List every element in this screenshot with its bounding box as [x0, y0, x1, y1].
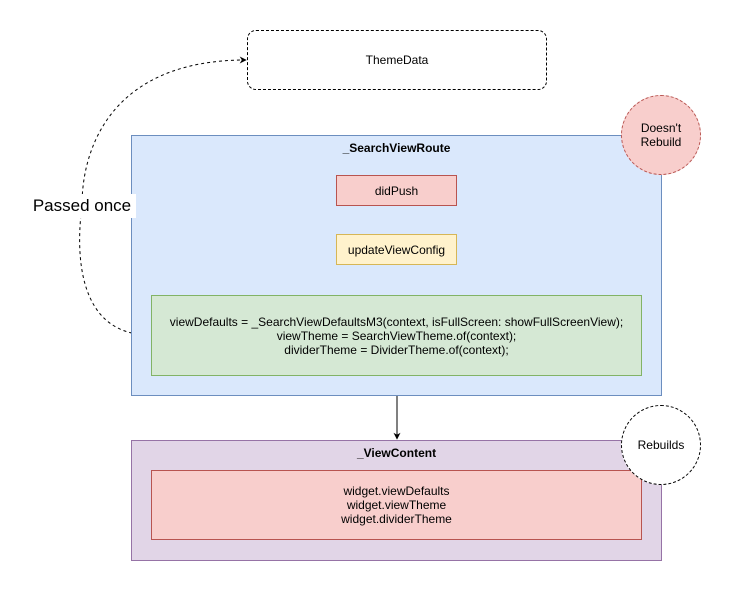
view-defaults-line: viewDefaults = _SearchViewDefaultsM3(con… [169, 314, 624, 329]
doesnt-rebuild-badge: Doesn't Rebuild [621, 95, 701, 175]
passed-once-text: Passed once [32, 196, 132, 215]
theme-data-label: ThemeData [365, 53, 429, 67]
rebuilds-badge: Rebuilds [621, 405, 701, 485]
view-theme-line: viewTheme = SearchViewTheme.of(context); [276, 328, 517, 343]
passed-once-edge-label: Passed once [28, 194, 136, 218]
search-view-route-title: _SearchViewRoute [342, 141, 451, 155]
widget-divider-theme-line: widget.dividerTheme [341, 512, 452, 526]
did-push-node: didPush [336, 175, 457, 206]
widget-view-defaults-line: widget.viewDefaults [343, 484, 450, 498]
update-view-config-label: updateViewConfig [347, 242, 446, 257]
view-content-title: _ViewContent [356, 446, 437, 460]
doesnt-rebuild-line-1: Doesn't [640, 121, 682, 135]
divider-theme-line: dividerTheme = DividerTheme.of(context); [284, 342, 509, 357]
view-defaults-node: viewDefaults = _SearchViewDefaultsM3(con… [151, 295, 642, 376]
update-view-config-node: updateViewConfig [336, 234, 457, 265]
widget-view-theme-line: widget.viewTheme [346, 498, 447, 512]
theme-data-node: ThemeData [247, 30, 547, 90]
did-push-label: didPush [374, 183, 419, 198]
rebuilds-label: Rebuilds [637, 438, 685, 452]
doesnt-rebuild-line-2: Rebuild [640, 135, 682, 149]
widget-values-node: widget.viewDefaults widget.viewTheme wid… [151, 470, 642, 540]
